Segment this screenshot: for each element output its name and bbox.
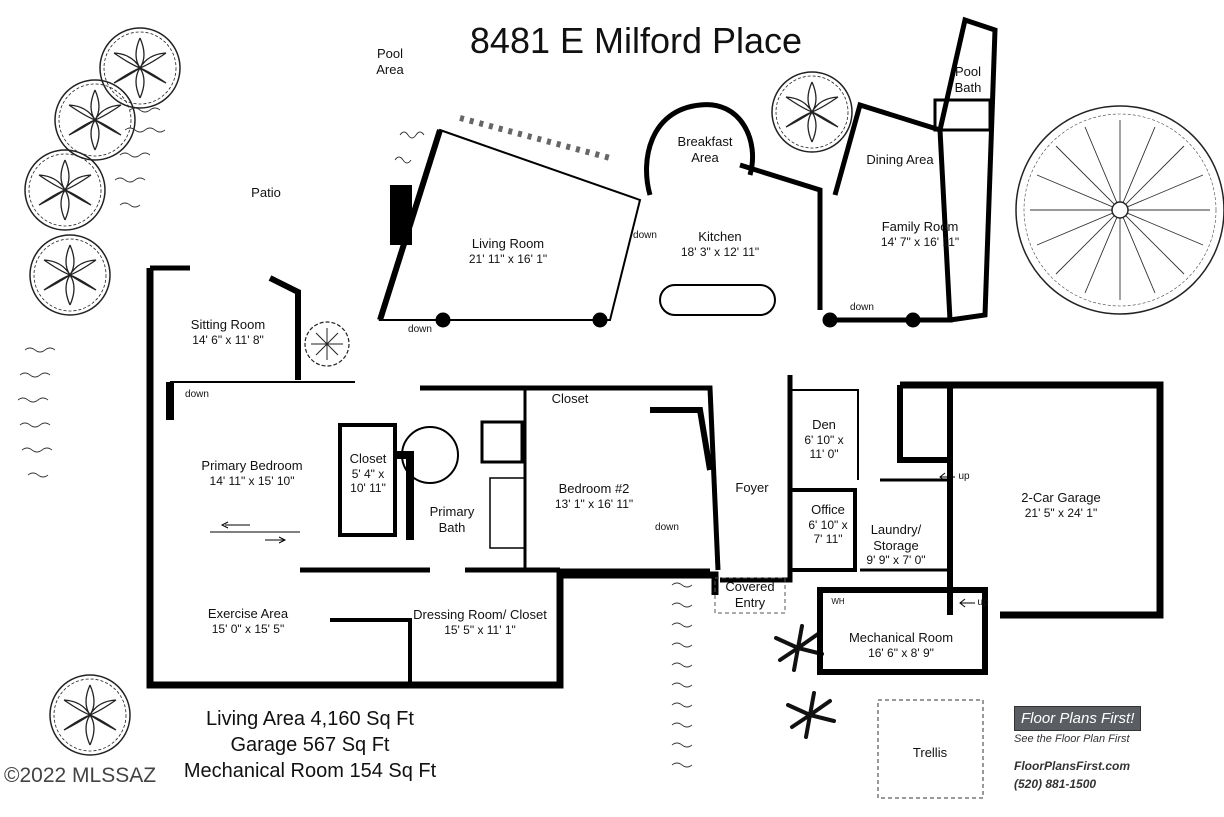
room-label-covered-entry: Covered Entry	[725, 579, 775, 610]
room-label-dining-area: Dining Area	[866, 152, 934, 167]
brand-website: FloorPlansFirst.com	[1014, 759, 1131, 773]
tree-icon	[771, 71, 853, 153]
room-label-patio: Patio	[251, 185, 281, 200]
room-label-closet-top: Closet	[551, 391, 589, 406]
palm-icon	[774, 624, 836, 739]
room-label-foyer: Foyer	[735, 480, 769, 495]
large-tree-icon	[1015, 105, 1224, 315]
tree-icon	[24, 27, 181, 756]
room-label-trellis: Trellis	[912, 745, 948, 760]
annotation-up: up	[977, 597, 989, 608]
annotation-down: down	[408, 324, 432, 335]
brand-logo: Floor Plans First!	[1014, 706, 1142, 731]
room-label-breakfast-area: Breakfast Area	[677, 134, 733, 165]
annotation-down: down	[655, 522, 679, 533]
living-area-stat: Living Area 4,160 Sq Ft	[206, 708, 414, 730]
water-heater-label: WH	[831, 597, 845, 606]
area-stats: Living Area 4,160 Sq Ft Garage 567 Sq Ft…	[184, 706, 436, 784]
annotation-down: down	[633, 230, 657, 241]
room-label-primary-bath: Primary Bath	[429, 504, 475, 535]
gravel-pattern	[17, 107, 693, 768]
brand-block: Floor Plans First! See the Floor Plan Fi…	[1014, 706, 1164, 791]
annotation-down: down	[185, 389, 209, 400]
room-label-pool-bath: Pool Bath	[954, 64, 982, 95]
brand-phone: (520) 881-1500	[1014, 777, 1097, 791]
walls	[146, 16, 1164, 799]
annotation-down: down	[850, 302, 874, 313]
room-label-pool-area: Pool Area	[376, 46, 404, 77]
garage-area-stat: Garage 567 Sq Ft	[230, 734, 390, 756]
copyright-watermark: ©2022 MLSSAZ	[4, 764, 157, 787]
brand-tagline: See the Floor Plan First	[1014, 733, 1130, 745]
annotation-up: up	[958, 471, 970, 482]
mechanical-area-stat: Mechanical Room 154 Sq Ft	[183, 760, 437, 782]
shrub-icon	[304, 321, 350, 367]
page-title: 8481 E Milford Place	[469, 20, 803, 61]
